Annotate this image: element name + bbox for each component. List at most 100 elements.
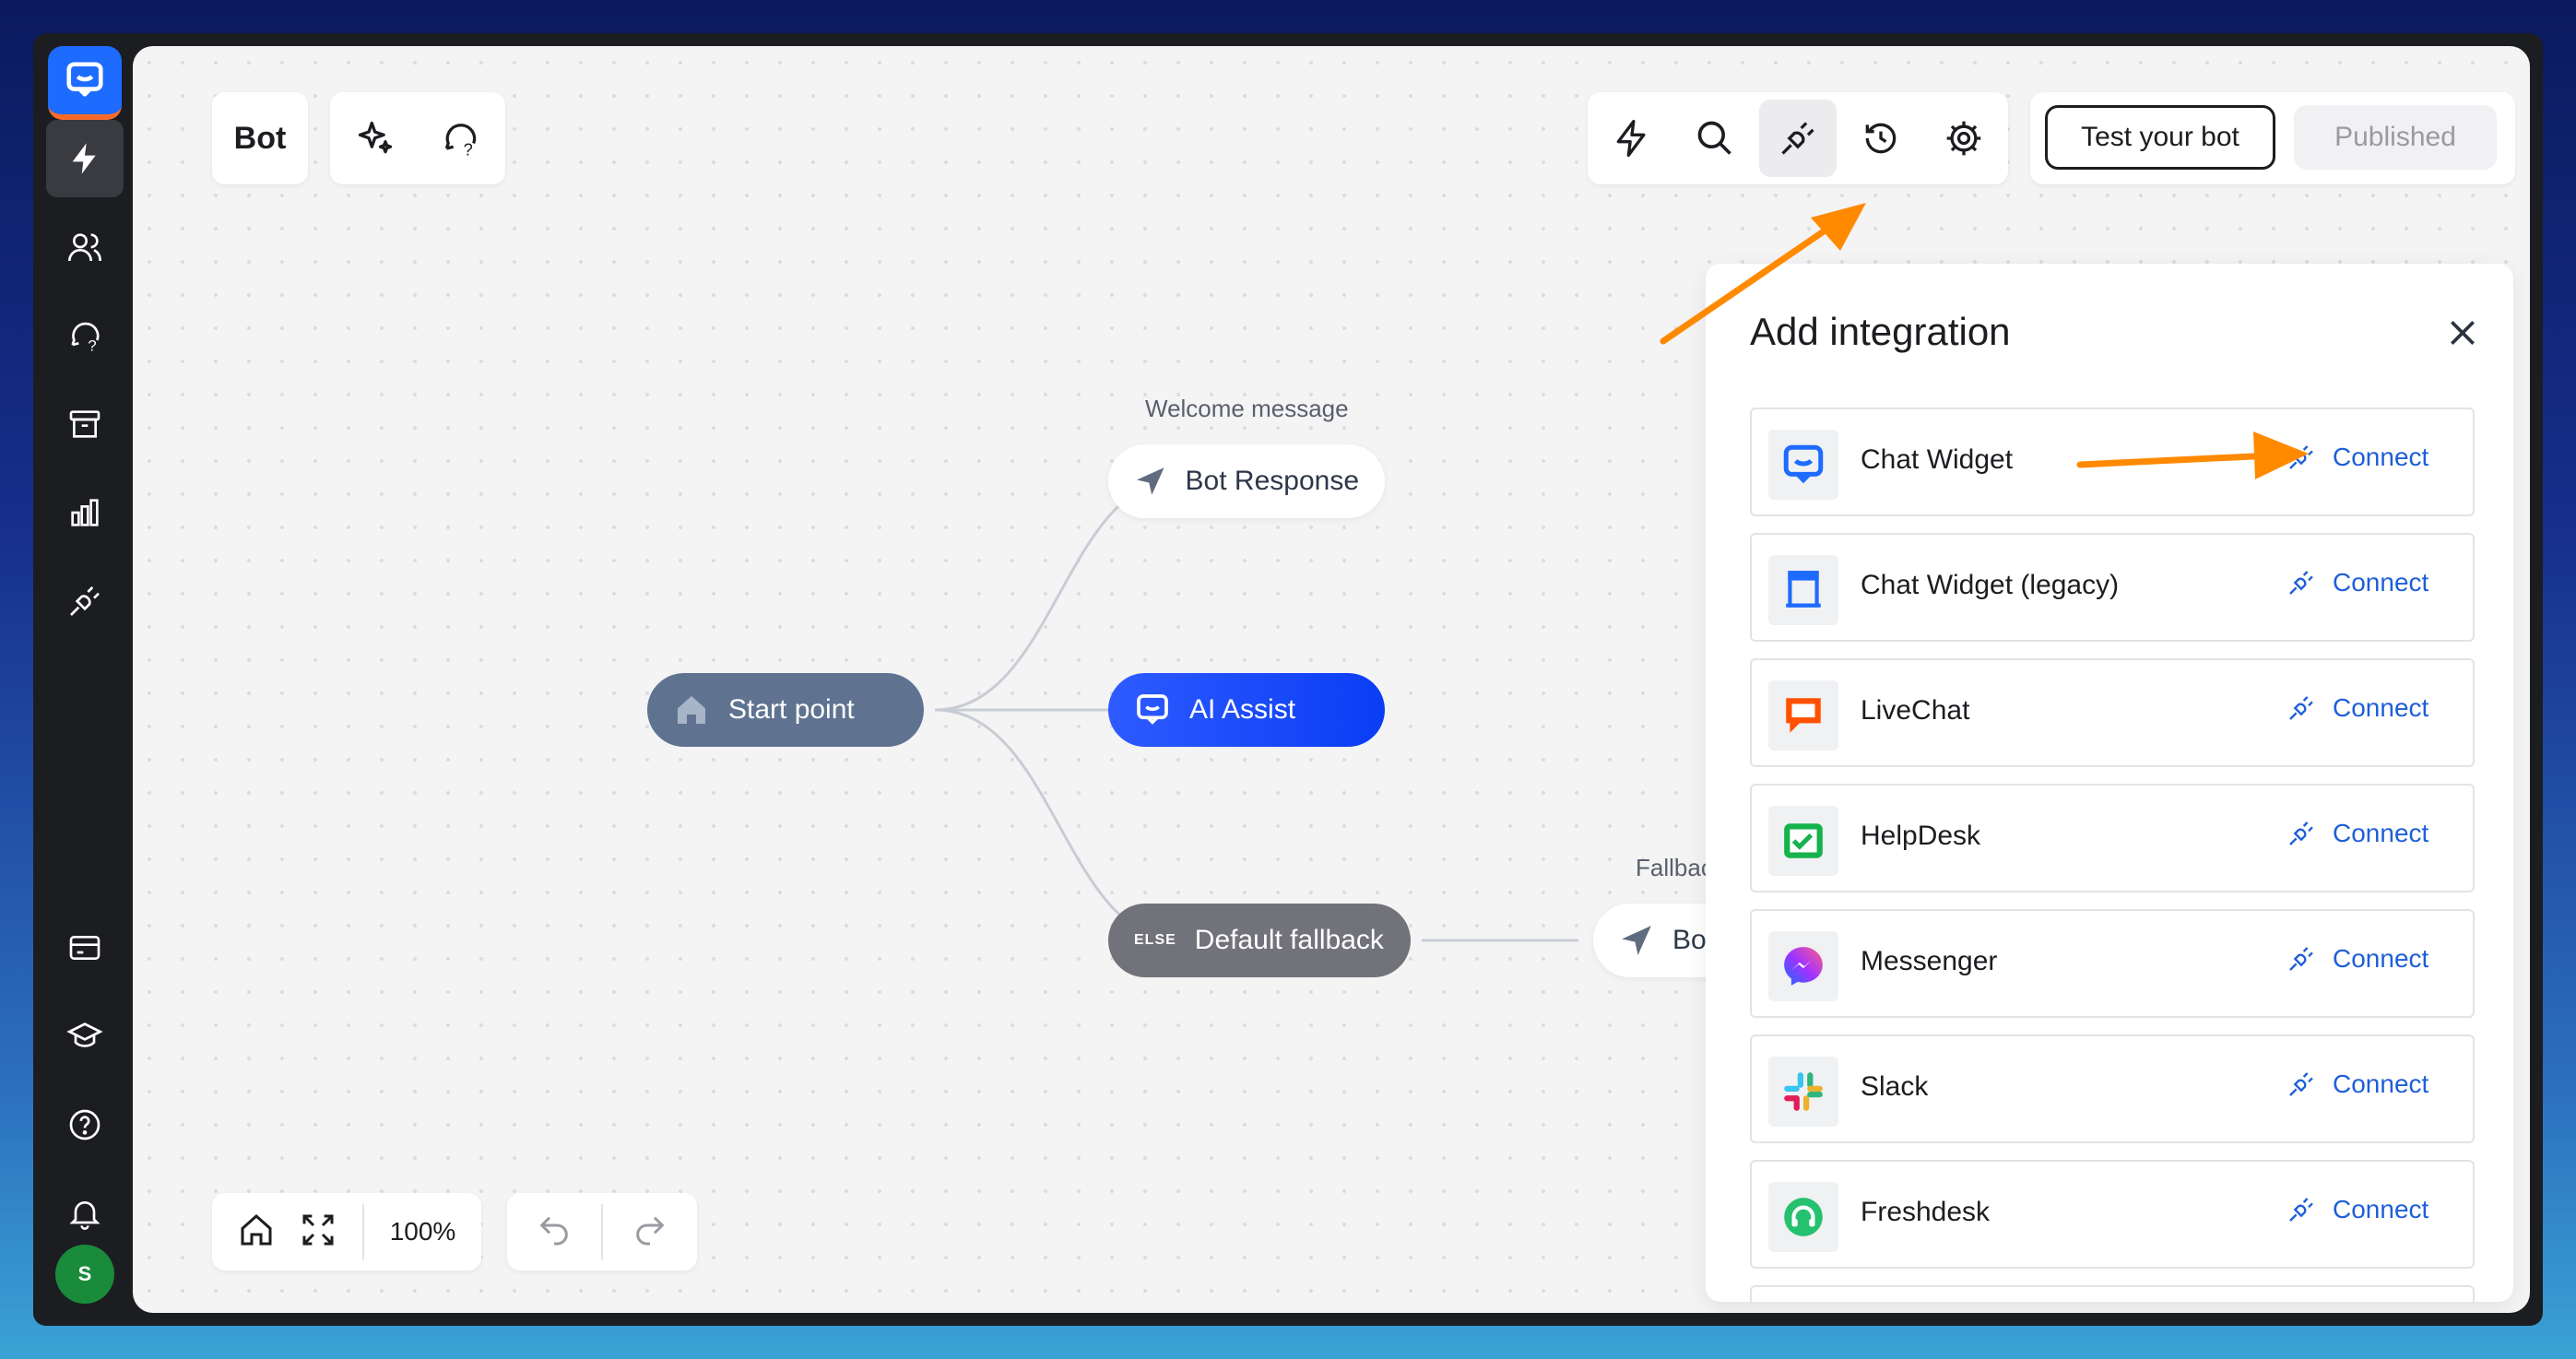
- connect-label: Connect: [2333, 693, 2429, 722]
- send-icon: [1622, 926, 1651, 955]
- avatar[interactable]: S: [55, 1245, 114, 1304]
- freshdesk-icon: [1768, 1182, 1838, 1252]
- bolt-icon[interactable]: [46, 120, 124, 197]
- chat-question-icon[interactable]: ?: [46, 297, 124, 374]
- plug-icon: [2289, 1072, 2313, 1096]
- connect-label: Connect: [2333, 1069, 2429, 1098]
- zoom-level[interactable]: 100%: [389, 1217, 456, 1246]
- redo-icon[interactable]: [632, 1211, 668, 1253]
- connect-button[interactable]: Connect: [2286, 568, 2428, 597]
- integration-row: HelpDesk Connect: [1750, 784, 2475, 892]
- users-icon[interactable]: [46, 208, 124, 286]
- default-fallback-node[interactable]: ELSE Default fallback: [1108, 904, 1411, 977]
- chat-widget-legacy-icon: [1768, 555, 1838, 625]
- connect-button[interactable]: Connect: [2286, 443, 2428, 472]
- sparkles-icon[interactable]: [337, 100, 414, 177]
- billing-icon[interactable]: [46, 909, 124, 987]
- fallback-bot-label: Bo: [1672, 925, 1707, 955]
- bot-title-card: Bot: [212, 92, 308, 184]
- app-window: ? S Bot: [33, 33, 2543, 1326]
- plug-icon[interactable]: [1759, 100, 1837, 177]
- search-icon[interactable]: [1676, 100, 1754, 177]
- integration-name: Slack: [1861, 1071, 1929, 1102]
- test-bot-button[interactable]: Test your bot: [2045, 105, 2275, 170]
- integration-row: [1750, 1285, 2475, 1302]
- default-fallback-label: Default fallback: [1194, 925, 1384, 955]
- divider: [362, 1204, 365, 1259]
- svg-text:?: ?: [88, 337, 96, 354]
- page-title: Bot: [233, 120, 287, 156]
- connect-button[interactable]: Connect: [2286, 693, 2428, 723]
- logo-icon[interactable]: [48, 46, 122, 120]
- plug-icon: [2289, 1198, 2313, 1222]
- academy-icon[interactable]: [46, 998, 124, 1075]
- livechat-icon: [1768, 680, 1838, 750]
- integration-name: Messenger: [1861, 946, 1998, 976]
- integration-name: Chat Widget: [1861, 444, 2014, 475]
- start-node-label: Start point: [728, 694, 855, 725]
- plug-icon[interactable]: [46, 562, 124, 640]
- plug-icon: [2289, 696, 2313, 720]
- bell-icon[interactable]: [46, 1175, 124, 1252]
- messenger-icon: [1768, 931, 1838, 1001]
- send-icon: [1136, 467, 1164, 495]
- bot-response-label: Bot Response: [1185, 466, 1359, 496]
- start-node[interactable]: Start point: [647, 673, 924, 747]
- ai-assist-node[interactable]: AI Assist: [1108, 673, 1385, 747]
- integration-row: Freshdesk Connect: [1750, 1160, 2475, 1269]
- else-tag: ELSE: [1134, 932, 1176, 948]
- undo-icon[interactable]: [536, 1211, 573, 1253]
- home-icon: [678, 696, 705, 724]
- ai-chat-icon: [1137, 694, 1168, 725]
- connect-button[interactable]: Connect: [2286, 944, 2428, 974]
- divider: [601, 1204, 603, 1259]
- integration-name: HelpDesk: [1861, 821, 1981, 851]
- connect-label: Connect: [2333, 944, 2429, 973]
- view-controls: 100%: [212, 1193, 481, 1270]
- gear-icon[interactable]: [1925, 100, 2003, 177]
- left-toolbar: ?: [330, 92, 505, 184]
- plug-icon: [2289, 947, 2313, 971]
- chart-icon[interactable]: [46, 474, 124, 551]
- welcome-label: Welcome message: [1145, 395, 1349, 422]
- right-toolbar: [1588, 92, 2008, 184]
- integration-row: Slack Connect: [1750, 1034, 2475, 1143]
- left-rail: ? S: [33, 33, 133, 1326]
- connect-button[interactable]: Connect: [2286, 819, 2428, 848]
- home-icon[interactable]: [238, 1211, 275, 1253]
- integration-row: Chat Widget Connect: [1750, 408, 2475, 516]
- integration-name: LiveChat: [1861, 695, 1970, 726]
- published-button[interactable]: Published: [2294, 105, 2497, 170]
- connect-label: Connect: [2333, 568, 2429, 597]
- flow-canvas[interactable]: Bot ?: [133, 46, 2530, 1313]
- bot-response-node[interactable]: Bot Response: [1108, 444, 1385, 518]
- history-controls: [507, 1193, 697, 1270]
- integration-name: Chat Widget (legacy): [1861, 570, 2120, 600]
- bolt-icon[interactable]: [1593, 100, 1671, 177]
- chat-question-icon[interactable]: ?: [421, 100, 499, 177]
- connect-label: Connect: [2333, 819, 2429, 847]
- history-icon[interactable]: [1842, 100, 1920, 177]
- svg-text:?: ?: [463, 139, 472, 159]
- close-icon[interactable]: [2440, 310, 2486, 356]
- fallback-label: Fallbac: [1636, 854, 1713, 881]
- connect-label: Connect: [2333, 443, 2429, 471]
- integration-row: Messenger Connect: [1750, 909, 2475, 1018]
- archive-icon[interactable]: [46, 385, 124, 463]
- fit-screen-icon[interactable]: [300, 1211, 337, 1253]
- plug-icon: [2289, 445, 2313, 469]
- integration-row: Chat Widget (legacy) Connect: [1750, 533, 2475, 642]
- panel-title: Add integration: [1750, 310, 2011, 353]
- help-icon[interactable]: [46, 1086, 124, 1164]
- chat-widget-icon: [1768, 430, 1838, 500]
- slack-icon: [1768, 1057, 1838, 1127]
- plug-icon: [2289, 571, 2313, 595]
- connect-button[interactable]: Connect: [2286, 1069, 2428, 1099]
- plug-icon: [2289, 821, 2313, 845]
- helpdesk-icon: [1768, 806, 1838, 876]
- integration-row: LiveChat Connect: [1750, 658, 2475, 767]
- connect-button[interactable]: Connect: [2286, 1195, 2428, 1224]
- integration-name: Freshdesk: [1861, 1197, 1991, 1227]
- ai-assist-label: AI Assist: [1189, 694, 1296, 725]
